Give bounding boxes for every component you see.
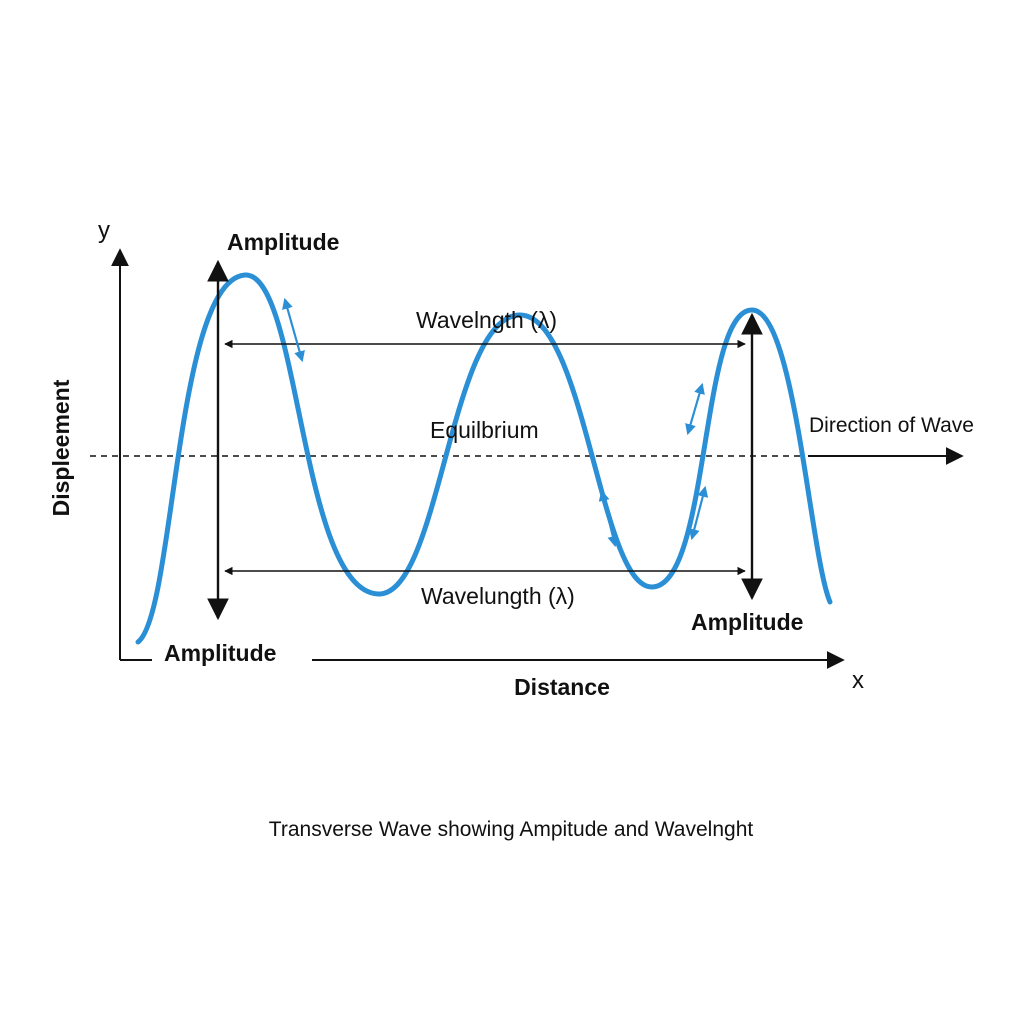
amplitude-label-top-left: Amplitude xyxy=(227,229,339,255)
particle-motion-arrow-2 xyxy=(685,382,705,436)
caption: Transverse Wave showing Ampitude and Wav… xyxy=(269,818,754,841)
y-axis-letter: y xyxy=(98,217,110,244)
wavelength-label-bottom: Wavelungth (λ) xyxy=(421,583,575,609)
wave-curve xyxy=(135,272,833,645)
direction-label: Direction of Wave xyxy=(809,414,974,437)
x-axis-label: Distance xyxy=(514,674,610,700)
y-axis-label: Displeement xyxy=(48,379,74,516)
particle-motion-arrow-3 xyxy=(598,489,619,548)
x-axis-letter: x xyxy=(852,667,864,694)
amplitude-label-bottom-right: Amplitude xyxy=(691,609,803,635)
particle-motion-arrow-1 xyxy=(282,297,305,363)
amplitude-label-bottom-left: Amplitude xyxy=(164,640,276,666)
equilibrium-label: Equilbrium xyxy=(430,417,539,443)
particle-motion-arrow-4 xyxy=(688,485,709,541)
wavelength-label-top: Wavelngth (λ) xyxy=(416,307,557,333)
